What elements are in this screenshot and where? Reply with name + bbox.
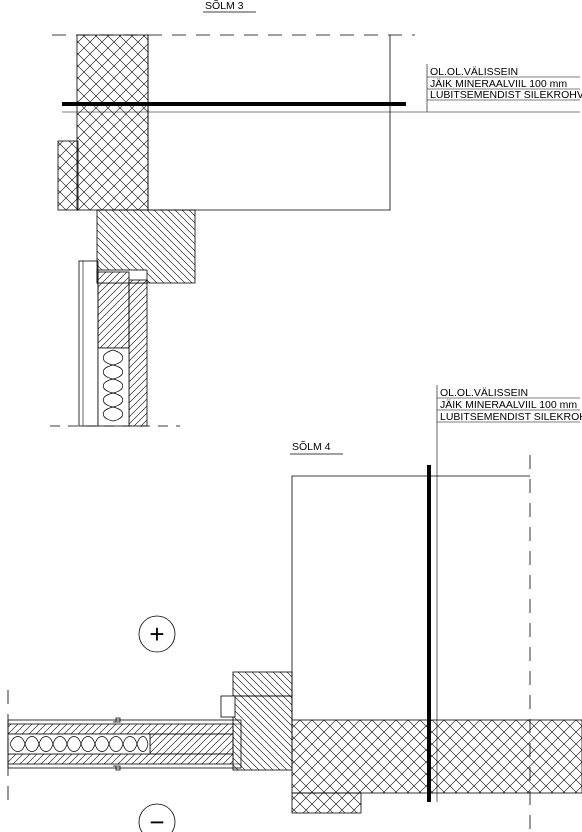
seal-bottom <box>113 765 121 771</box>
leaf-stile-hatch <box>97 271 130 349</box>
legend-3-line-1: OL.OL.VÄLISSEIN <box>430 66 518 78</box>
minus-symbol: − <box>149 807 164 832</box>
minus-circle <box>138 803 176 832</box>
detail-3-title: SÕLM 3 <box>205 0 244 12</box>
legend-4-line-1: OL.OL.VÄLISSEIN <box>440 387 528 399</box>
leaf-stile-4 <box>149 733 234 755</box>
wall-body-outline <box>147 35 391 211</box>
legend-3-line-2: JÄIK MINERAALVIIL 100 mm <box>430 78 567 90</box>
leaf-outer <box>78 260 99 427</box>
frame-jamb-inner <box>220 695 236 718</box>
detail-4-legend: OL.OL.VÄLISSEIN JÄIK MINERAALVIIL 100 mm… <box>436 385 582 476</box>
small-insulation-block <box>57 140 79 211</box>
insulation-wave-vertical <box>102 349 124 422</box>
detail-3-legend: OL.OL.VÄLISSEIN JÄIK MINERAALVIIL 100 mm… <box>426 64 582 112</box>
frame-jamb-top <box>232 671 293 697</box>
wall-insulation-xhatch <box>76 34 149 211</box>
plus-circle <box>138 615 176 653</box>
plus-symbol: + <box>149 619 164 649</box>
small-insulation-block-4 <box>291 792 362 814</box>
detail-3: SÕLM 3 OL.OL.VÄLISSEIN JÄIK MINERAALVIIL… <box>50 0 582 427</box>
leaf-skin-top <box>7 723 234 735</box>
frame-jamb-block <box>232 695 293 771</box>
leaf-rail-hatch <box>128 279 148 427</box>
detail-4: OL.OL.VÄLISSEIN JÄIK MINERAALVIIL 100 mm… <box>7 385 582 832</box>
leaf-insulation <box>97 347 130 427</box>
insulation-wave-horizontal <box>9 736 149 752</box>
detail-4-title: SÕLM 4 <box>292 440 331 453</box>
legend-4-line-2: JÄIK MINERAALVIIL 100 mm <box>440 399 577 411</box>
seal-top <box>113 717 121 723</box>
legend-4-line-3: LUBITSEMENDIST SILEKROHV <box>440 411 582 423</box>
wall-insulation-xhatch-4 <box>291 719 582 794</box>
wall-body-outline-4 <box>291 475 530 720</box>
leaf-skin-bottom <box>7 753 234 765</box>
legend-3-line-3: LUBITSEMENDIST SILEKROHV <box>430 89 582 101</box>
